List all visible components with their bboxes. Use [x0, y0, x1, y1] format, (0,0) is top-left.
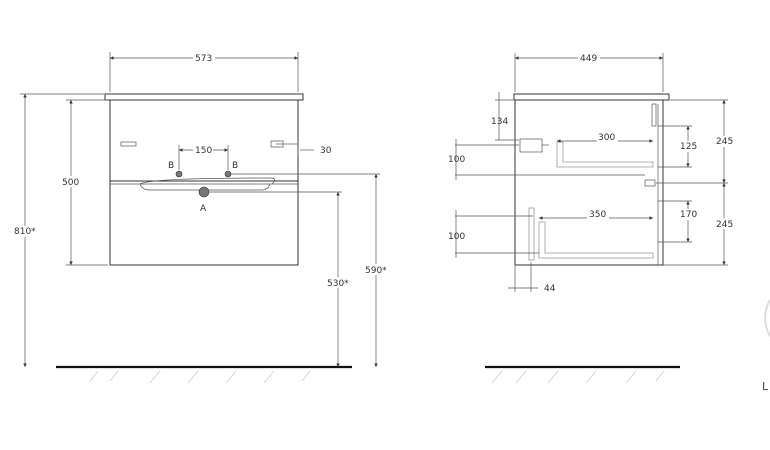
floor-hatch-front: [89, 370, 311, 384]
dim-upper-gap-label: 100: [448, 155, 465, 165]
dim-lower-drawer-depth-label: 350: [589, 210, 606, 220]
side-countertop: [513, 93, 670, 101]
label-b-right: B: [232, 161, 238, 171]
floor-hatch-side: [491, 370, 665, 384]
front-cabinet-body: [109, 99, 299, 266]
front-countertop: [104, 93, 304, 101]
dim-total-height-label: 810*: [14, 227, 36, 237]
upper-drawer: [556, 141, 654, 168]
dim-drain-height-label: 530*: [327, 279, 349, 289]
dim-upper-drawer-height-label: 125: [680, 142, 697, 152]
dim-depth-label: 449: [580, 54, 597, 64]
side-view: 449 134 100 300 125 245 350: [448, 52, 736, 384]
dim-supply-height-label: 590*: [365, 266, 387, 276]
side-front-panel-upper: [651, 103, 657, 127]
dim-upper-drawer-depth-label: 300: [598, 133, 615, 143]
front-fitting-left: [120, 141, 137, 147]
side-cabinet-body: [514, 99, 664, 266]
dim-lower-section-label: 245: [716, 220, 733, 230]
drain-pipe: [198, 186, 210, 198]
supply-pipe-left: [175, 170, 183, 178]
front-view: B B A 573 150 30 500 810* 5: [12, 52, 391, 384]
edge-fragment-text: L: [762, 380, 769, 393]
dim-pipe-spacing-label: 150: [195, 146, 212, 156]
lower-drawer-back: [528, 207, 535, 261]
label-b-left: B: [168, 161, 174, 171]
dim-back-offset-label: 44: [544, 284, 556, 294]
edge-arc-icon: [764, 299, 770, 337]
side-front-handle: [644, 179, 656, 187]
dim-top-offset-label: 134: [491, 117, 508, 127]
side-wall-fitting: [519, 138, 543, 153]
dim-width-label: 573: [195, 54, 212, 64]
dim-lower-drawer-height-label: 170: [680, 210, 697, 220]
dim-body-height-label: 500: [62, 178, 79, 188]
label-a: A: [200, 204, 207, 214]
dim-drain-offset-label: 30: [320, 146, 332, 156]
dim-lower-gap-label: 100: [448, 232, 465, 242]
dim-upper-section-label: 245: [716, 137, 733, 147]
lower-drawer: [538, 221, 654, 259]
supply-pipe-right: [224, 170, 232, 178]
